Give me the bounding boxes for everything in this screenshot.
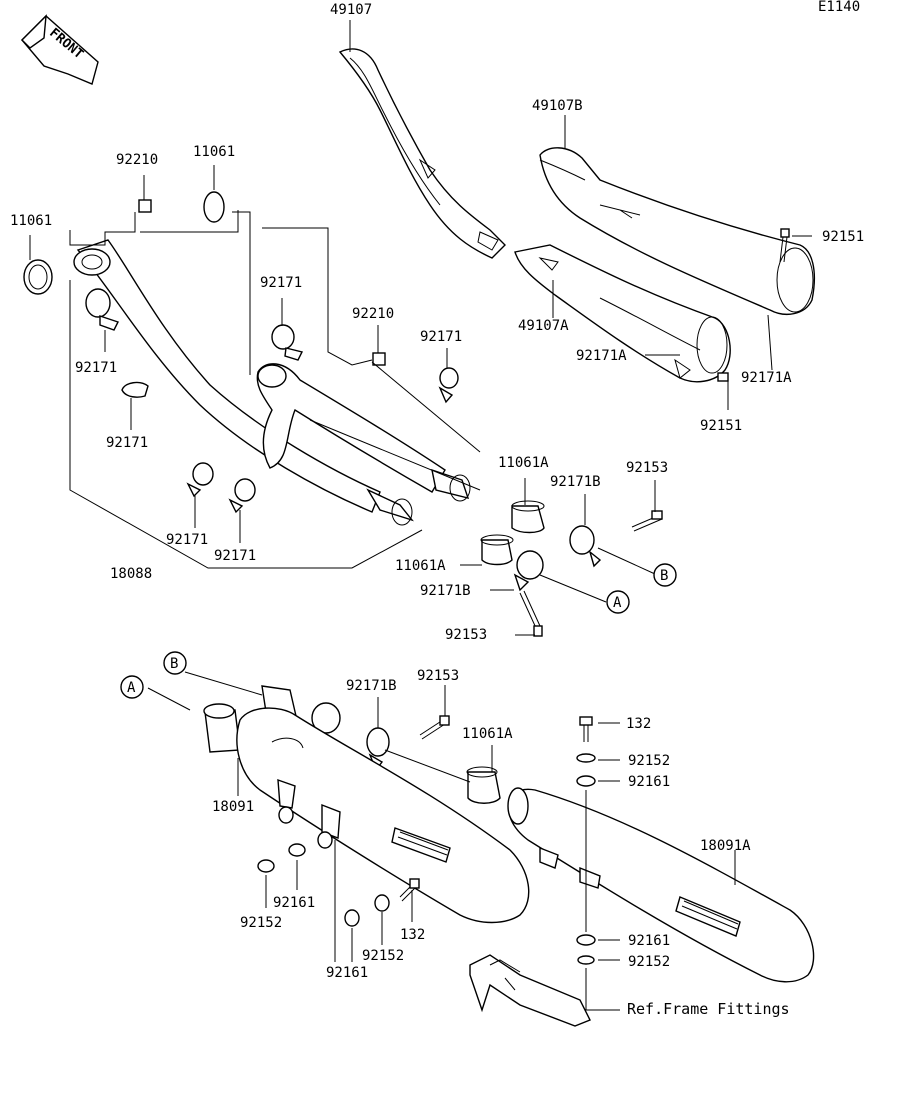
clamp-92171-group bbox=[85, 288, 459, 514]
clamp-92171B-group bbox=[366, 510, 663, 772]
exhaust-pipe-assembly-18088 bbox=[73, 239, 471, 526]
part-label: 92171A bbox=[741, 370, 792, 386]
ref-frame-label: Ref.Frame Fittings bbox=[627, 1000, 790, 1018]
callout-A-upper: A bbox=[606, 590, 630, 614]
part-label: 92153 bbox=[445, 627, 487, 643]
heat-shield-49107A bbox=[514, 244, 731, 383]
svg-text:A: A bbox=[613, 595, 622, 611]
muffler-18091 bbox=[203, 685, 530, 924]
callout-B-lower: B bbox=[163, 651, 187, 675]
part-label: 92152 bbox=[362, 948, 404, 964]
hardware-left bbox=[257, 843, 420, 927]
gasket-11061-left bbox=[23, 259, 53, 295]
part-label: 11061A bbox=[395, 558, 446, 574]
callout-B-upper: B bbox=[653, 563, 677, 587]
part-label: 92153 bbox=[417, 668, 459, 684]
svg-text:A: A bbox=[127, 680, 136, 696]
sleeve-11061A-group bbox=[466, 500, 545, 804]
part-label: 132 bbox=[400, 927, 425, 943]
nut-92210-b bbox=[372, 352, 386, 366]
nut-92210-a bbox=[138, 199, 152, 213]
part-label: 92171 bbox=[166, 532, 208, 548]
part-label: 92171 bbox=[106, 435, 148, 451]
part-label: 92153 bbox=[626, 460, 668, 476]
front-arrow-icon: FRONT bbox=[21, 14, 99, 85]
part-label: 18088 bbox=[110, 566, 152, 582]
part-label: 92161 bbox=[628, 933, 670, 949]
diagram-code: E1140 bbox=[818, 0, 860, 15]
frame-bracket bbox=[469, 954, 591, 1027]
part-label: 92161 bbox=[326, 965, 368, 981]
part-label: 49107A bbox=[518, 318, 569, 334]
part-label: 92210 bbox=[116, 152, 158, 168]
part-label: 92171 bbox=[214, 548, 256, 564]
part-label: 92171B bbox=[346, 678, 397, 694]
svg-text:B: B bbox=[170, 656, 178, 672]
part-label: 92151 bbox=[700, 418, 742, 434]
part-label: 11061 bbox=[10, 213, 52, 229]
part-label: 92171B bbox=[550, 474, 601, 490]
hardware-right bbox=[576, 716, 596, 965]
part-label: 49107 bbox=[330, 2, 372, 18]
bolt-92151-bottom bbox=[717, 372, 729, 382]
heat-shield-49107 bbox=[338, 48, 506, 259]
part-label: 92152 bbox=[628, 753, 670, 769]
part-label: 132 bbox=[626, 716, 651, 732]
svg-text:B: B bbox=[660, 568, 668, 584]
part-label: 92171B bbox=[420, 583, 471, 599]
part-label: 18091 bbox=[212, 799, 254, 815]
part-label: 92152 bbox=[240, 915, 282, 931]
gasket-11061-center bbox=[203, 191, 225, 223]
leader-lines bbox=[29, 20, 812, 1011]
part-label: 92161 bbox=[273, 895, 315, 911]
part-label: 92152 bbox=[628, 954, 670, 970]
part-labels: 49107 49107B 92151 49107A 92171A 92171A … bbox=[10, 2, 864, 1018]
muffler-18091A bbox=[507, 787, 815, 983]
callout-A-lower: A bbox=[120, 675, 144, 699]
part-label: 49107B bbox=[532, 98, 583, 114]
part-label: 92171A bbox=[576, 348, 627, 364]
part-label: 11061A bbox=[462, 726, 513, 742]
heat-shield-49107B bbox=[539, 147, 815, 316]
part-label: 92210 bbox=[352, 306, 394, 322]
part-label: 92171 bbox=[420, 329, 462, 345]
part-label: 11061 bbox=[193, 144, 235, 160]
part-label: 92161 bbox=[628, 774, 670, 790]
part-label: 92151 bbox=[822, 229, 864, 245]
part-label: 92171 bbox=[260, 275, 302, 291]
bolt-92151-top bbox=[780, 228, 790, 238]
part-label: 18091A bbox=[700, 838, 751, 854]
part-label: 11061A bbox=[498, 455, 549, 471]
part-label: 92171 bbox=[75, 360, 117, 376]
